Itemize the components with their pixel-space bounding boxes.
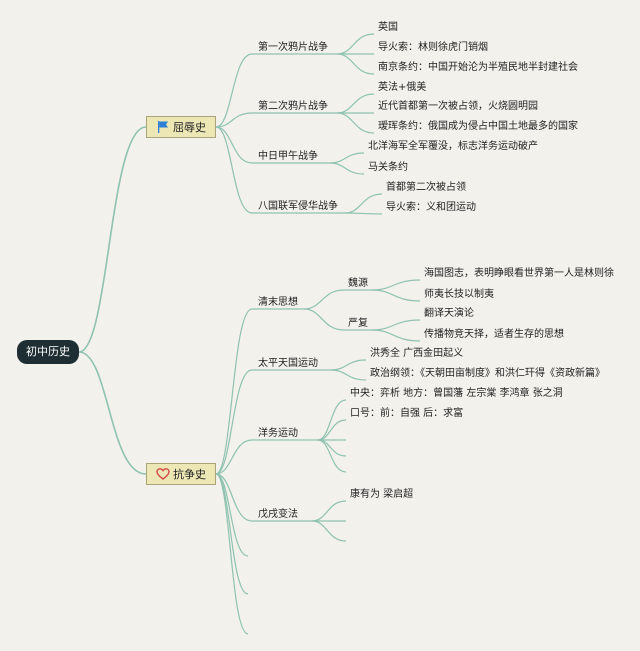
leaf: 北洋海军全军覆没，标志洋务运动破产 <box>368 141 538 152</box>
branch-resistance[interactable]: 抗争史 <box>146 463 216 485</box>
connector <box>317 399 347 441</box>
connector <box>215 126 253 214</box>
connector <box>215 112 253 128</box>
leaf: 师夷长技以制夷 <box>424 289 494 300</box>
connector <box>317 439 347 457</box>
connector <box>78 351 147 475</box>
connector <box>336 33 375 55</box>
leaf: 传播物竞天择，适者生存的思想 <box>424 329 564 340</box>
topic-late-qing-thought[interactable]: 清末思想 <box>258 297 298 308</box>
connector <box>215 473 249 595</box>
topic-sino-japanese-war[interactable]: 中日甲午战争 <box>258 151 318 162</box>
topic-hundred-days-reform[interactable]: 戊戌变法 <box>258 509 298 520</box>
connector <box>311 520 347 542</box>
connector <box>215 53 253 128</box>
connector <box>215 126 253 164</box>
leaf: 中央：弈析 地方：曾国藩 左宗棠 李鸿章 张之洞 <box>350 388 563 399</box>
leaf: 洪秀全 广西金田起义 <box>370 348 464 359</box>
subtopic-yan-fu[interactable]: 严复 <box>348 318 368 329</box>
connector <box>330 359 367 371</box>
branch-humiliation[interactable]: 屈辱史 <box>146 116 216 138</box>
connector <box>344 212 383 215</box>
topic-self-strengthening[interactable]: 洋务运动 <box>258 428 298 439</box>
connector <box>215 369 253 475</box>
leaf: 英国 <box>378 22 398 33</box>
connector <box>329 162 365 175</box>
leaf: 海国图志，表明睁眼看世界第一人是林则徐 <box>424 268 614 279</box>
branch-resistance-label: 抗争史 <box>173 468 206 481</box>
leaf: 首都第二次被占领 <box>386 182 466 193</box>
connector <box>303 308 345 331</box>
connector <box>371 329 421 342</box>
leaf: 马关条约 <box>368 162 408 173</box>
connector <box>330 369 367 381</box>
topic-opium-war-2[interactable]: 第二次鸦片战争 <box>258 101 328 112</box>
heart-icon <box>156 467 170 481</box>
connector <box>215 473 249 635</box>
branch-humiliation-label: 屈辱史 <box>173 121 206 134</box>
connector <box>371 279 421 291</box>
connector <box>317 439 347 473</box>
leaf: 政治纲领：《天朝田亩制度》和洪仁玕得《资政新篇》 <box>370 368 605 379</box>
topic-taiping[interactable]: 太平天国运动 <box>258 358 318 369</box>
leaf: 近代首都第一次被占领，火烧圆明园 <box>378 101 538 112</box>
connector <box>215 439 253 475</box>
topic-opium-war-1[interactable]: 第一次鸦片战争 <box>258 42 328 53</box>
connector <box>215 473 253 522</box>
connector <box>317 419 347 441</box>
connector <box>329 152 365 164</box>
connector <box>311 500 347 522</box>
leaf: 口号：前：自强 后：求富 <box>350 408 464 419</box>
leaf: 导火索：义和团运动 <box>386 202 476 213</box>
topic-eight-nation-alliance[interactable]: 八国联军侵华战争 <box>258 201 338 212</box>
connector <box>303 289 345 310</box>
flag-icon <box>156 120 170 134</box>
leaf: 英法+俄美 <box>378 82 427 93</box>
leaf: 瑷珲条约：俄国成为侵占中国土地最多的国家 <box>378 121 578 132</box>
connector <box>336 112 375 134</box>
connector <box>336 53 375 75</box>
leaf: 南京条约：中国开始沦为半殖民地半封建社会 <box>378 62 578 73</box>
connector <box>215 308 253 475</box>
connector <box>371 319 421 331</box>
connector <box>336 93 375 114</box>
leaf: 导火索：林则徐虎门销烟 <box>378 42 488 53</box>
subtopic-wei-yuan[interactable]: 魏源 <box>348 278 368 289</box>
root-node[interactable]: 初中历史 <box>17 340 79 364</box>
leaf: 康有为 梁启超 <box>350 489 414 500</box>
connector <box>344 193 383 214</box>
connector <box>78 126 147 353</box>
connector <box>371 289 421 302</box>
leaf: 翻译天演论 <box>424 308 474 319</box>
